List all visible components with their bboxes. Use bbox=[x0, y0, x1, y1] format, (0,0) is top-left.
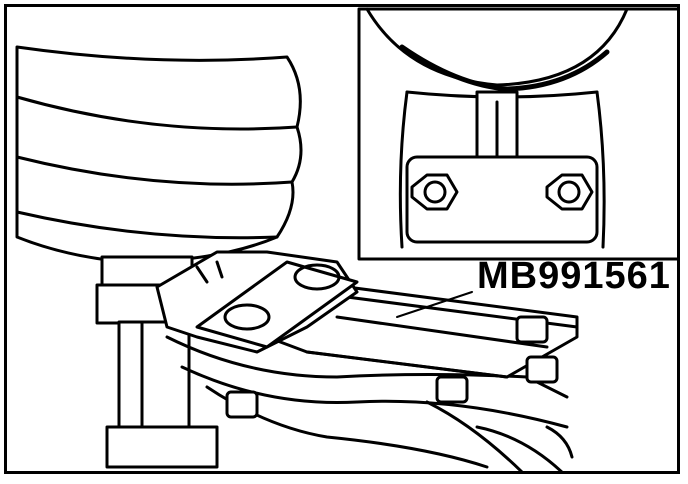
inset-detail bbox=[357, 7, 677, 261]
shaft-icon bbox=[95, 255, 219, 469]
tool-label: MB991561 bbox=[477, 255, 671, 297]
clamp-icon bbox=[155, 250, 359, 354]
bolt-icon bbox=[225, 315, 559, 419]
boot-icon bbox=[15, 45, 303, 264]
illustration-frame: MB991561 bbox=[4, 4, 680, 474]
label-leader-line bbox=[396, 291, 473, 318]
assembly-drawing bbox=[15, 7, 677, 471]
